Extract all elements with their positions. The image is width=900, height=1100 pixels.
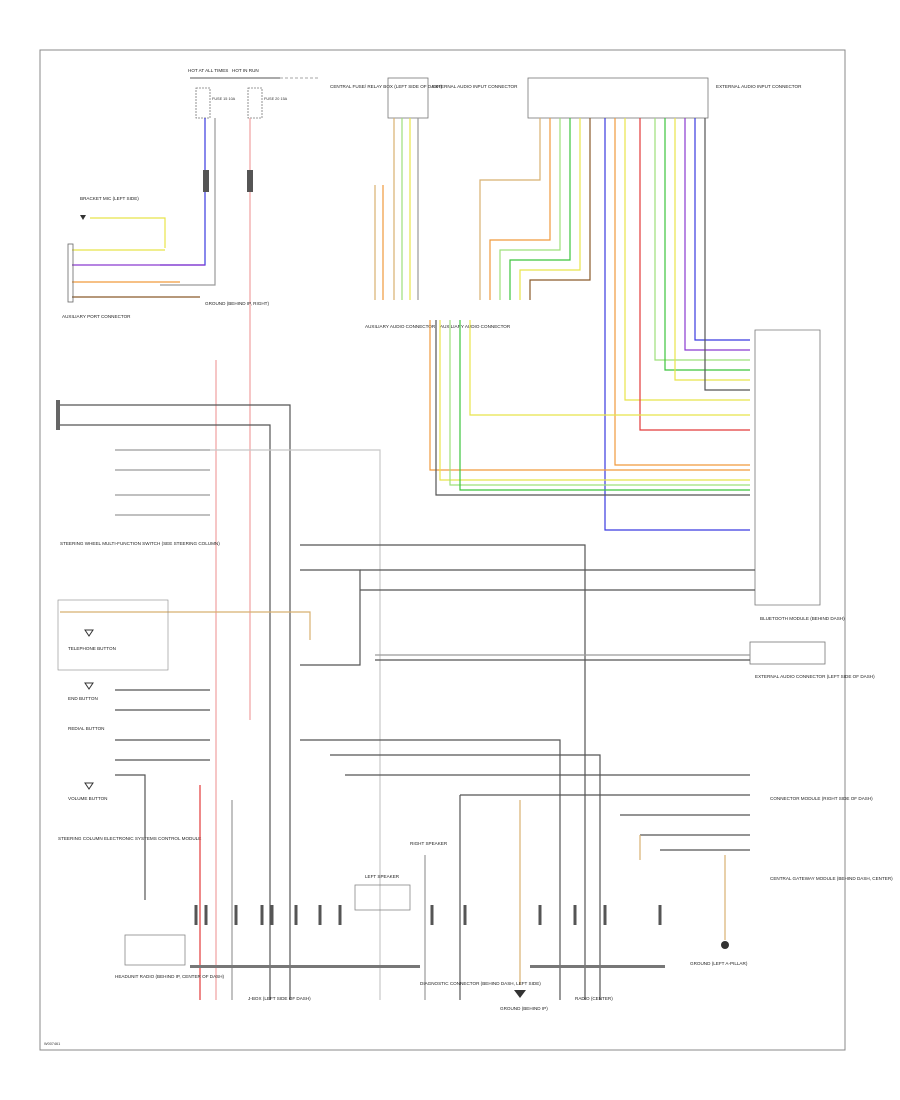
- auxiliary-port-section: BRACKET MIC (LEFT SIDE) AUXILIARY PORT C…: [62, 196, 269, 319]
- telephone-button-icon: [84, 629, 94, 637]
- external-audio-input-right: EXTERNAL AUDIO INPUT CONNECTOR: [527, 77, 802, 119]
- connector-c1: [203, 170, 209, 192]
- external-aux-connector-label: EXTERNAL AUDIO CONNECTOR (LEFT SIDE OF D…: [755, 674, 875, 679]
- external-audio-input-right-label: EXTERNAL AUDIO INPUT CONNECTOR: [716, 84, 802, 89]
- bottom-trunk-1: [300, 739, 561, 1000]
- gray-feed-wire: [160, 118, 216, 286]
- bottom-trunk-2: [330, 754, 601, 1000]
- headunit-radio-label: HEADUNIT RADIO (BEHIND IP, CENTER OF DAS…: [115, 974, 225, 979]
- ground-right-label: GROUND (LEFT A-PILLAR): [690, 961, 748, 966]
- volume-button-label: VOLUME BUTTON: [68, 796, 107, 801]
- ground-right-icon: [721, 941, 729, 949]
- redial-button-label: REDIAL BUTTON: [68, 726, 105, 731]
- volume-button-icon: [84, 782, 94, 790]
- end-button-label: END BUTTON: [68, 696, 98, 701]
- diagnostic-connector-label: DIAGNOSTIC CONNECTOR (BEHIND DASH, LEFT …: [420, 981, 541, 986]
- connector-c2: [247, 170, 253, 192]
- bracket-mic-label: BRACKET MIC (LEFT SIDE): [80, 196, 139, 201]
- steering-wheel-switch-label: STEERING WHEEL MULTI-FUNCTION SWITCH (SE…: [60, 541, 220, 546]
- pin-stubs: [194, 905, 662, 925]
- ground-bottom-icon: [514, 990, 526, 998]
- j-box-label: J-BOX (LEFT SIDE OF DASH): [248, 996, 311, 1001]
- ground-bottom-label: GROUND (BEHIND IP): [500, 1006, 548, 1011]
- telephone-button-label: TELEPHONE BUTTON: [68, 646, 116, 651]
- bottom-connectors: HEADUNIT RADIO (BEHIND IP, CENTER OF DAS…: [115, 796, 893, 1011]
- central-fuse-box-label: CENTRAL FUSE/ RELAY BOX (LEFT SIDE OF DA…: [330, 84, 443, 89]
- right-speaker-label: RIGHT SPEAKER: [410, 841, 448, 846]
- tan-wire: [60, 611, 311, 640]
- external-aux-box: EXTERNAL AUDIO CONNECTOR (LEFT SIDE OF D…: [749, 641, 875, 679]
- steering-wheel-switch: STEERING WHEEL MULTI-FUNCTION SWITCH (SE…: [56, 400, 381, 1000]
- bluetooth-module: BLUETOOTH MODULE (BEHIND DASH): [754, 329, 845, 621]
- hot-at-all-times-label: HOT AT ALL TIMES: [188, 68, 228, 73]
- power-source-section: HOT AT ALL TIMES HOT IN RUN FUSE 15 10A …: [188, 68, 443, 119]
- central-gateway-label: CENTRAL GATEWAY MODULE (BEHIND DASH, CEN…: [770, 876, 893, 881]
- aux-audio-connector-1-label: AUXILIARY AUDIO CONNECTOR: [365, 324, 436, 329]
- fuse-label-2: FUSE 20 15A: [264, 97, 288, 101]
- bluetooth-module-label: BLUETOOTH MODULE (BEHIND DASH): [760, 616, 845, 621]
- buttons-section: TELEPHONE BUTTON END BUTTON REDIAL BUTTO…: [57, 599, 210, 900]
- ground-label: GROUND (BEHIND IP, RIGHT): [205, 301, 269, 306]
- auxiliary-port-connector-label: AUXILIARY PORT CONNECTOR: [62, 314, 131, 319]
- external-audio-input-top-label: EXTERNAL AUDIO INPUT CONNECTOR: [432, 84, 518, 89]
- end-button-icon: [84, 682, 94, 690]
- diagram-border: [39, 49, 846, 1051]
- ground-symbol-icon: [80, 215, 86, 220]
- radio-label: RADIO (CENTER): [575, 996, 613, 1001]
- fuse-label-1: FUSE 15 10A: [212, 97, 236, 101]
- blue-feed-wire: [160, 118, 206, 266]
- connector-module-label: CONNECTOR MODULE (RIGHT SIDE OF DASH): [770, 796, 873, 801]
- black-trunk-wire: [300, 544, 586, 1000]
- center-harness: [429, 320, 750, 496]
- diagram-id: W007461: [44, 1042, 60, 1046]
- steering-column-module-label: STEERING COLUMN ELECTRONIC SYSTEMS CONTR…: [58, 836, 201, 841]
- hot-in-run-label: HOT IN RUN: [232, 68, 259, 73]
- external-audio-input-top: EXTERNAL AUDIO INPUT CONNECTOR AUXILIARY…: [365, 77, 518, 329]
- left-speaker-label: LEFT SPEAKER: [365, 874, 400, 879]
- black-loop-wire: [300, 569, 361, 666]
- aux-audio-connector-2-label: AUXILIARY AUDIO CONNECTOR: [440, 324, 511, 329]
- top-right-harness: [479, 118, 750, 531]
